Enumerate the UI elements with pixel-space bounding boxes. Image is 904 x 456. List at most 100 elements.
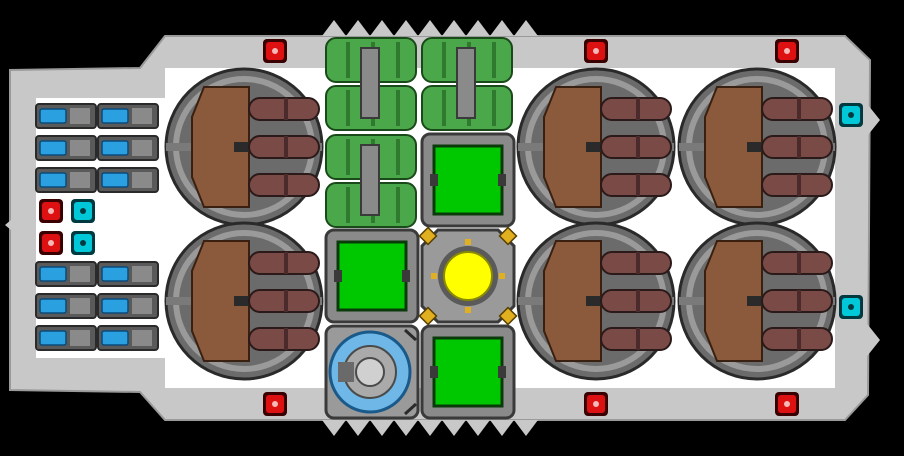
barrel-band <box>636 174 640 196</box>
alarm-light-icon <box>584 392 608 416</box>
thruster-icon <box>97 293 159 319</box>
thruster-nozzle <box>39 330 67 346</box>
reactor-coupling <box>498 226 518 246</box>
cargo-bay-latch <box>430 174 438 186</box>
thruster-icon <box>97 261 159 287</box>
hull-spike <box>394 420 418 436</box>
cargo-bay-latch <box>498 174 506 186</box>
thruster-fin <box>132 266 152 282</box>
fuel-tank-seam <box>442 42 446 78</box>
thruster-nozzle <box>101 298 129 314</box>
thruster-icon <box>97 135 159 161</box>
hull-spike <box>514 420 538 436</box>
shield-generator-icon <box>324 324 420 420</box>
thruster-fin <box>70 140 90 156</box>
alarm-light-icon <box>39 199 63 223</box>
hull-spike <box>346 20 370 36</box>
cargo-bays <box>324 132 516 420</box>
hull-spike <box>514 20 538 36</box>
thruster-nozzle <box>101 108 129 124</box>
fuel-tank-seam <box>396 187 400 223</box>
thruster-icon <box>35 261 97 287</box>
thruster-icon <box>97 325 159 351</box>
barrel-band <box>284 328 288 350</box>
cargo-bay-icon <box>324 228 420 324</box>
fuel-tank-seam <box>396 90 400 126</box>
alarm-light-glint <box>272 401 278 407</box>
cargo-bay-latch <box>402 270 410 282</box>
fuel-tank-seam <box>346 42 350 78</box>
alarm-light-icon <box>263 39 287 63</box>
cannon-turret-icon <box>164 221 324 381</box>
beacon-light-core <box>80 240 86 246</box>
turret-body <box>704 86 763 208</box>
thruster-icon <box>35 293 97 319</box>
cargo-bay-latch <box>430 366 438 378</box>
fuel-pipe <box>360 144 380 216</box>
fuel-storage <box>325 37 513 228</box>
turret-body <box>191 86 250 208</box>
fuel-tank-seam <box>346 90 350 126</box>
hull-wing-spike <box>5 200 35 250</box>
fuel-tank-icon <box>325 37 417 131</box>
cannon-turret-icon <box>677 67 837 227</box>
hull-spike <box>322 420 346 436</box>
fuel-tank-seam <box>396 42 400 78</box>
thruster-fin <box>70 330 90 346</box>
turret-body <box>543 86 602 208</box>
shield-emitter-cap <box>355 357 385 387</box>
thruster-fin <box>132 108 152 124</box>
cannon-turret-icon <box>677 221 837 381</box>
thruster-nozzle <box>39 298 67 314</box>
turret-mount <box>747 142 769 152</box>
alarm-light-glint <box>784 401 790 407</box>
barrel-band <box>797 174 801 196</box>
barrel-band <box>284 98 288 120</box>
fuel-tank-seam <box>346 187 350 223</box>
hull-spike <box>490 420 514 436</box>
alarm-light-glint <box>593 48 599 54</box>
fuel-tank-icon <box>325 134 417 228</box>
hull-spike <box>370 20 394 36</box>
beacon-light-core <box>848 112 854 118</box>
fuel-tank-seam <box>442 90 446 126</box>
hull-wing-spike <box>860 95 880 145</box>
turret-mount <box>234 296 256 306</box>
thruster-fin <box>132 172 152 188</box>
turret-mount <box>234 142 256 152</box>
beacon-light-icon <box>71 199 95 223</box>
fuel-tank-seam <box>396 139 400 175</box>
thruster-fin <box>70 172 90 188</box>
thruster-fin <box>132 140 152 156</box>
reactor-vent <box>465 307 471 313</box>
reactor-coupling <box>418 226 438 246</box>
light-array <box>39 39 863 416</box>
thruster-nozzle <box>101 266 129 282</box>
shield-strut <box>403 402 418 416</box>
fuel-tank-seam <box>492 42 496 78</box>
barrel-band <box>797 290 801 312</box>
barrel-band <box>797 252 801 274</box>
turret-body <box>191 240 250 362</box>
hull-wing-spike <box>860 315 880 365</box>
barrel-band <box>636 98 640 120</box>
alarm-light-glint <box>593 401 599 407</box>
thruster-fin <box>70 298 90 314</box>
hull-spike <box>466 420 490 436</box>
alarm-light-icon <box>775 39 799 63</box>
turret-body <box>543 240 602 362</box>
fuel-tank-icon <box>421 37 513 131</box>
shield-strut <box>403 328 418 342</box>
cargo-bay-icon <box>420 132 516 228</box>
beacon-light-icon <box>839 295 863 319</box>
thruster-icon <box>97 103 159 129</box>
alarm-light-icon <box>584 39 608 63</box>
fuel-pipe <box>360 47 380 119</box>
reactor-coupling <box>498 306 518 326</box>
hull-spike <box>490 20 514 36</box>
thruster-icon <box>35 135 97 161</box>
hull-spike <box>346 420 370 436</box>
alarm-light-icon <box>39 231 63 255</box>
shield-control-box <box>338 362 354 382</box>
